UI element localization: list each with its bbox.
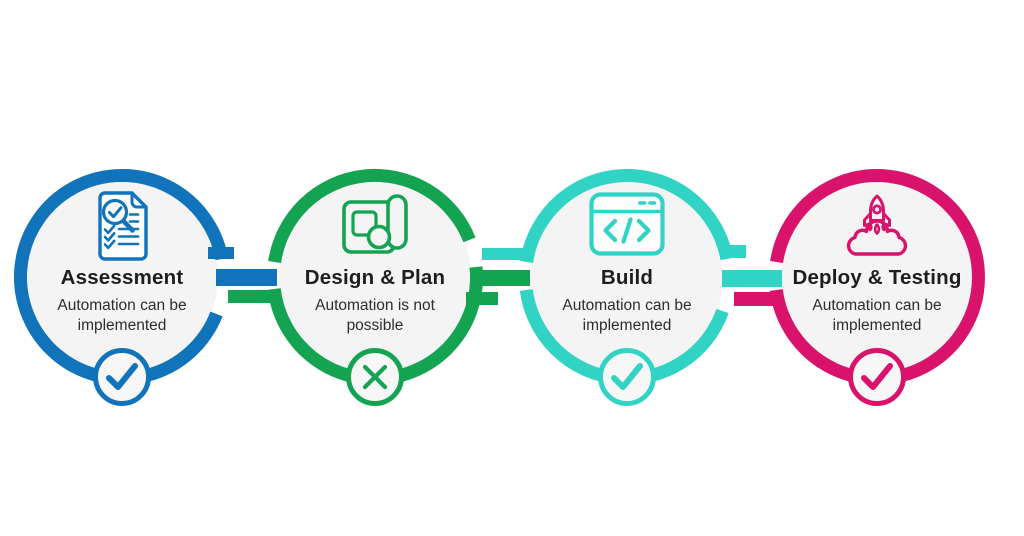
rocket-icon-strokes — [846, 194, 908, 256]
status-badge-ring — [93, 348, 151, 406]
stage-build: Build Automation can be implemented — [505, 0, 749, 536]
magnifier-handle — [121, 218, 135, 233]
stage-subtitle-line: implemented — [77, 316, 167, 334]
stage-disk — [781, 181, 973, 373]
document-review-icon-strokes — [98, 191, 148, 261]
document-review-icon — [91, 190, 153, 267]
rocket-window — [871, 204, 882, 215]
connector-bar — [734, 292, 781, 306]
lens-check — [108, 206, 123, 219]
code-brackets — [603, 217, 651, 244]
stage-subtitle-line: implemented — [582, 316, 672, 334]
blueprint-icon-strokes — [342, 194, 408, 254]
stage-title: Deploy & Testing — [792, 266, 962, 289]
stage-disk — [531, 181, 723, 373]
stage-title: Design & Plan — [304, 266, 446, 289]
stage-title: Assessment — [60, 266, 184, 289]
blueprint-icon — [341, 192, 409, 261]
checklist-marks — [103, 224, 116, 250]
status-badge — [344, 346, 406, 408]
stage-subtitle-line: Automation is not — [315, 297, 435, 314]
connector-stub — [466, 292, 498, 305]
status-badge — [846, 346, 908, 408]
code-window-icon — [589, 192, 665, 261]
stage-subtitle: Automation can be implemented — [755, 296, 999, 335]
rocket-body — [869, 194, 885, 222]
check-icon — [861, 363, 893, 390]
status-badge — [596, 346, 658, 408]
cross-icon — [362, 364, 388, 390]
blueprint-square — [351, 210, 378, 237]
connector-stub — [208, 247, 234, 259]
stage-design-plan: Design & Plan Automation is not possible — [253, 0, 497, 536]
status-badge — [91, 346, 153, 408]
stage-ring-arc — [14, 168, 229, 385]
connector-stub — [228, 290, 272, 303]
stage-subtitle: Automation is not possible — [253, 296, 497, 335]
stage-subtitle-line: Automation can be — [57, 297, 187, 314]
stage-ring-arc — [520, 168, 734, 263]
check-icon — [611, 363, 643, 390]
stage-subtitle-line: Automation can be — [812, 297, 942, 314]
stage-assessment: Assessment Automation can be implemented — [0, 0, 244, 536]
stage-ring-arc — [769, 169, 985, 386]
status-badge-ring — [598, 348, 656, 406]
blueprint-circle — [366, 224, 392, 250]
stage-subtitle: Automation can be implemented — [505, 296, 749, 335]
stage-disk — [26, 181, 218, 373]
document-fold — [130, 191, 148, 209]
stage-subtitle-line: Automation can be — [562, 297, 692, 314]
connector-stub — [720, 245, 746, 258]
status-badge-ring — [848, 348, 906, 406]
connector-bar — [482, 248, 526, 260]
stage-subtitle-line: possible — [346, 316, 404, 334]
stage-subtitle-line: implemented — [832, 316, 922, 334]
stage-ring-arc — [268, 168, 476, 263]
stage-disk — [279, 181, 471, 373]
connector-bar — [470, 270, 530, 286]
rocket-fins — [863, 212, 891, 227]
check-icon — [106, 363, 138, 390]
stage-subtitle: Automation can be implemented — [0, 296, 244, 335]
rocket-flames — [867, 222, 887, 235]
stage-title: Build — [600, 266, 654, 289]
code-window-icon-strokes — [589, 192, 665, 256]
blueprint-roll — [386, 194, 408, 250]
rocket-icon — [844, 193, 910, 262]
stage-deploy-testing: Deploy & Testing Automation can be imple… — [755, 0, 999, 536]
connector-bar — [722, 270, 782, 287]
connector-bar — [216, 269, 277, 286]
